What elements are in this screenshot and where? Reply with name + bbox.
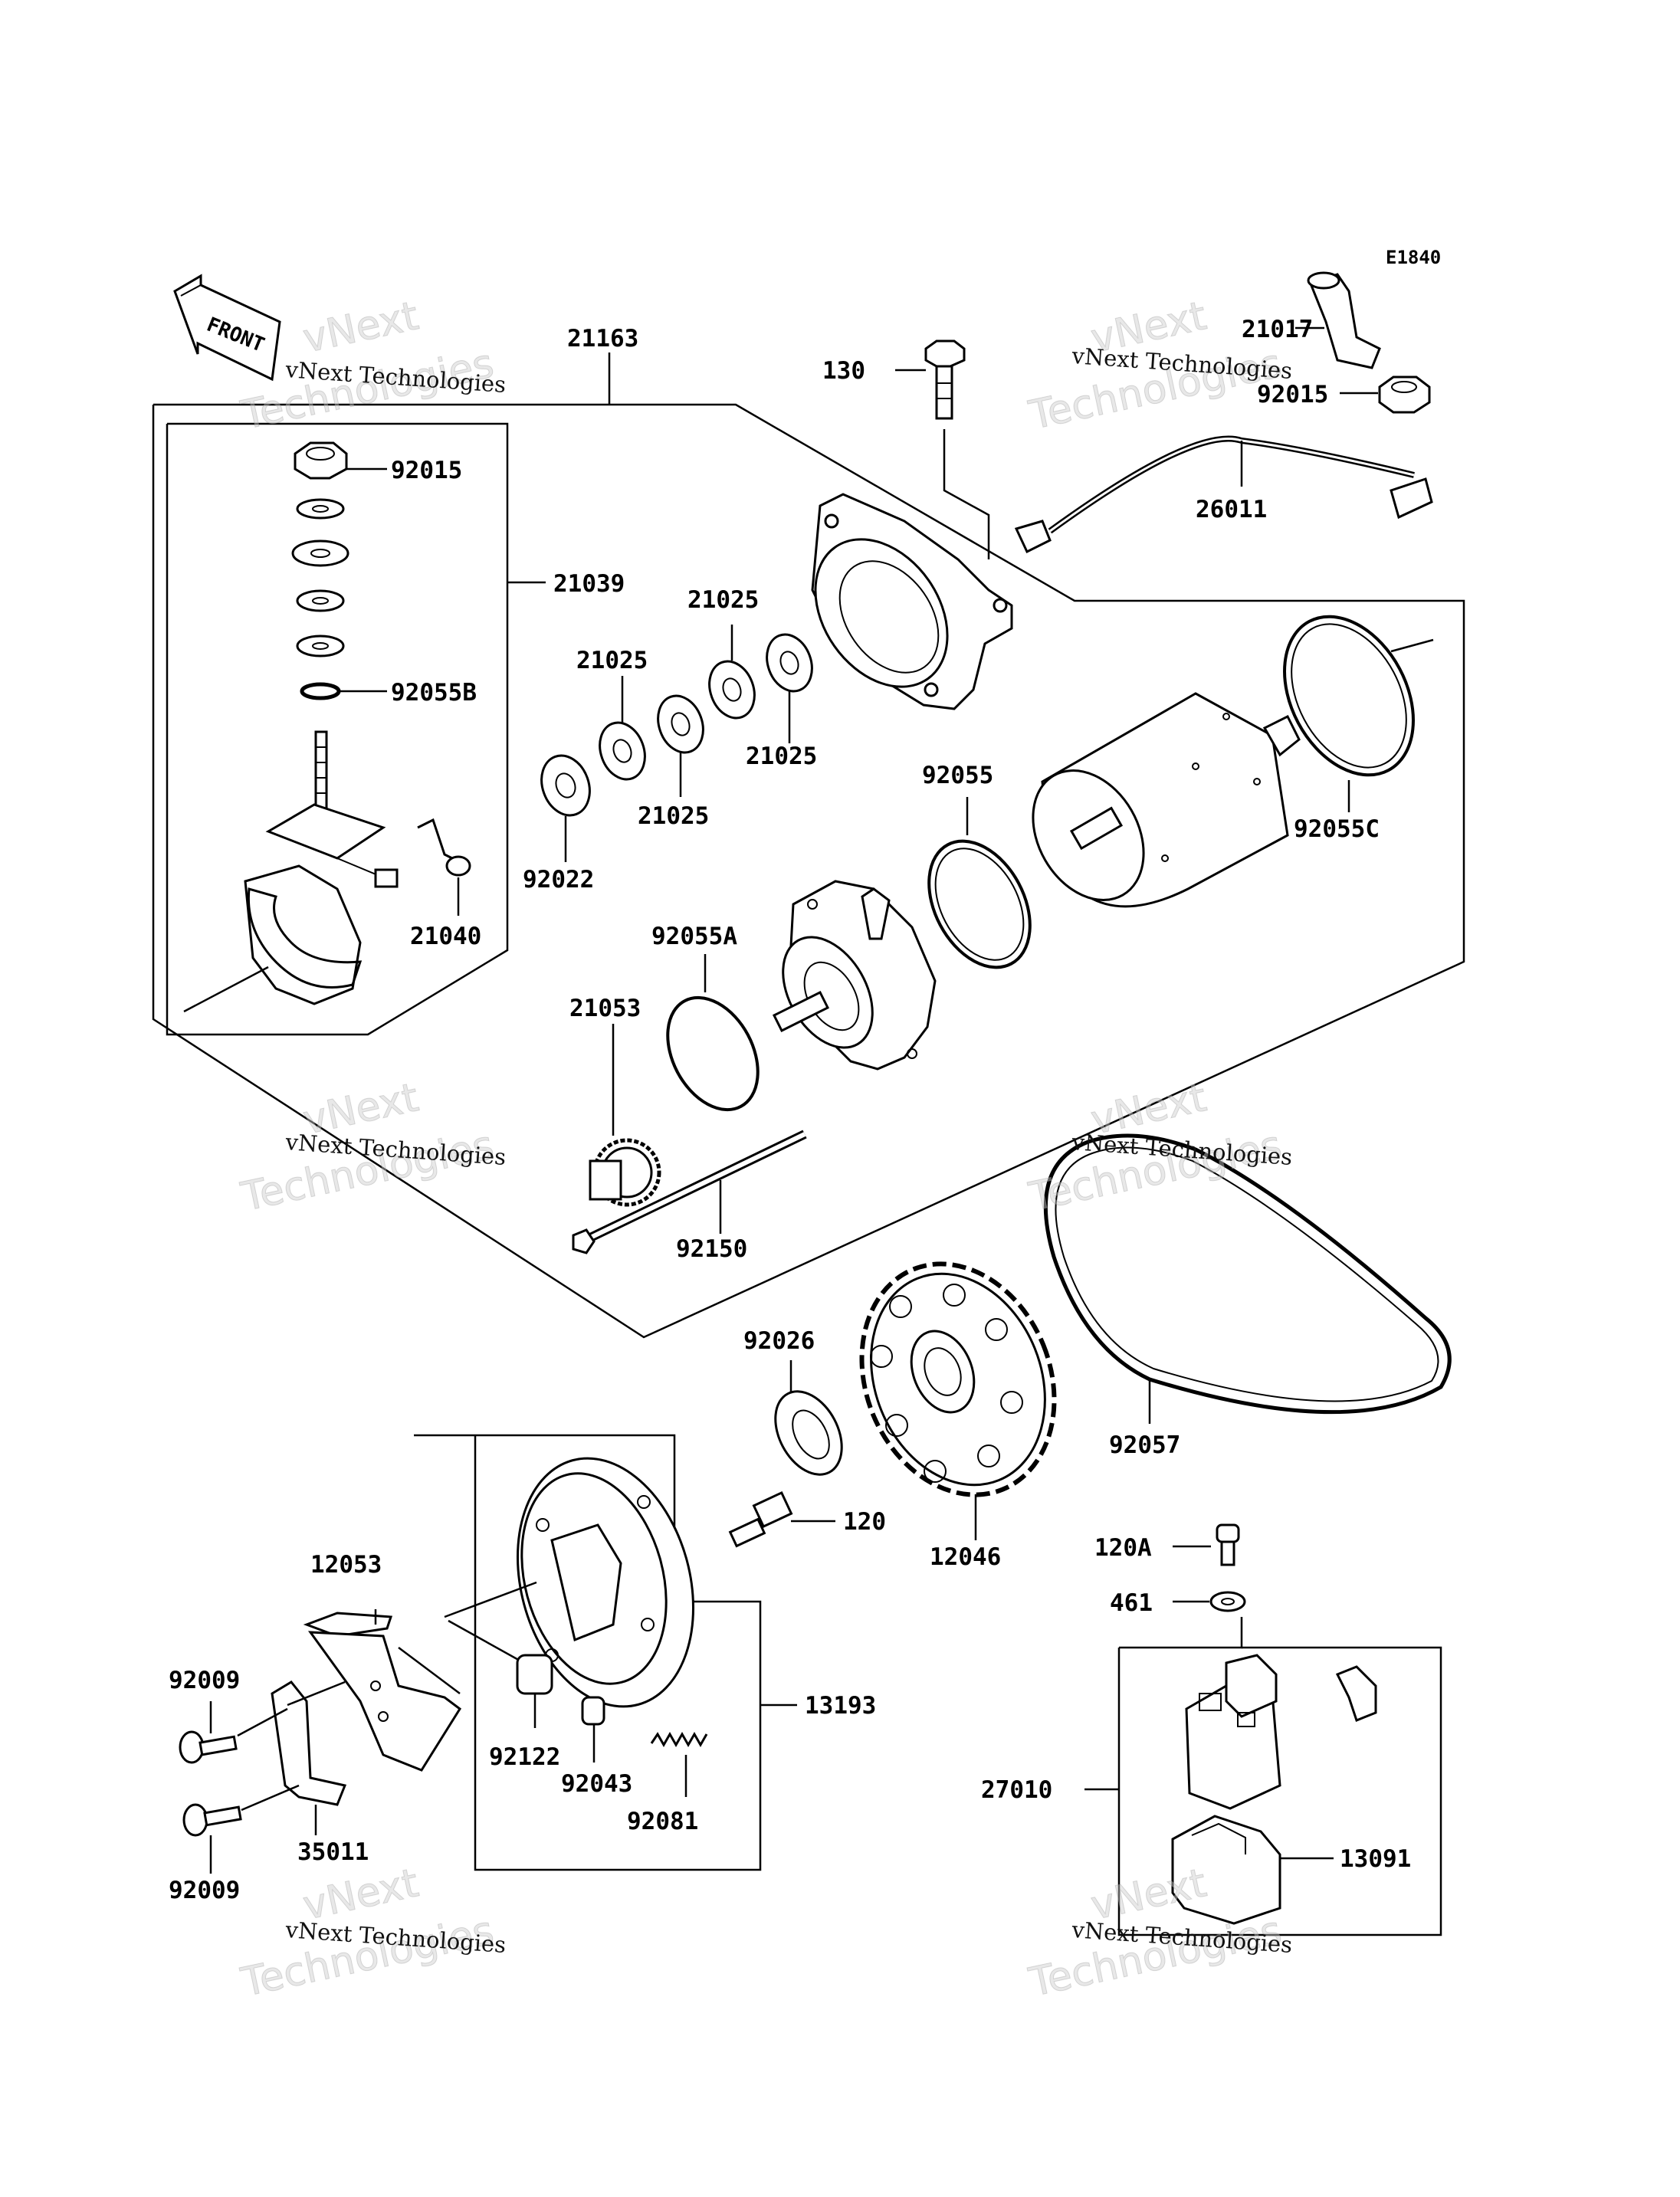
label-13193: 13193: [805, 1692, 876, 1720]
front-cover: [772, 880, 937, 1071]
o-ring-92055: [927, 797, 1032, 969]
label-13091: 13091: [1340, 1845, 1411, 1873]
label-21025-c: 21025: [746, 743, 817, 770]
bolt-92009-upper: [179, 1701, 288, 1764]
bracket-35011: [271, 1681, 347, 1835]
label-21163: 21163: [567, 325, 638, 353]
o-ring-92055C: [1283, 615, 1434, 812]
svg-text:vNext: vNext: [299, 293, 422, 362]
washer-461: [1173, 1591, 1246, 1612]
watermark-top-right: vNext Technologies vNext Technologies: [1025, 293, 1294, 439]
subassembly-box-27010: [1084, 1617, 1442, 1936]
bracket-12053: [303, 1609, 462, 1772]
roller-92122: [516, 1654, 553, 1728]
label-92009-upper: 92009: [169, 1667, 240, 1694]
label-21017: 21017: [1242, 316, 1313, 343]
label-92043: 92043: [561, 1770, 632, 1798]
o-ring-92055B: [300, 682, 387, 700]
label-92081: 92081: [627, 1808, 698, 1835]
pin-92043: [581, 1696, 605, 1763]
bolt-130: [895, 339, 990, 559]
diagram-code: E1840: [1386, 247, 1441, 268]
label-120: 120: [843, 1508, 886, 1536]
bolt-120: [728, 1490, 835, 1548]
label-92026: 92026: [743, 1327, 815, 1355]
label-21025-b: 21025: [687, 586, 759, 614]
washer-92026: [774, 1360, 843, 1476]
motor-yoke: [1032, 692, 1301, 908]
label-35011: 35011: [297, 1838, 369, 1866]
label-21039: 21039: [553, 570, 625, 598]
bolt-120A: [1173, 1523, 1240, 1566]
subassembly-box-21039: [166, 422, 546, 1036]
relay-case-13091: [1171, 1815, 1334, 1925]
label-12053: 12053: [310, 1551, 382, 1579]
fuse: [1335, 1665, 1377, 1722]
label-92055: 92055: [922, 762, 993, 789]
nut-92015-top: [1340, 375, 1431, 414]
shim-21025-d: [766, 633, 813, 743]
sprocket-12046: [859, 1261, 1057, 1540]
label-92055B: 92055B: [391, 679, 477, 707]
brush-spring-21040: [417, 818, 471, 916]
label-12046: 12046: [930, 1543, 1001, 1571]
watermark-top-left: vNext Technologies vNext Technologies: [237, 293, 507, 439]
nut-92015: [294, 441, 387, 480]
lead-wire-26011: [1014, 435, 1433, 554]
chain-92057: [1043, 1133, 1452, 1424]
label-92055A: 92055A: [651, 923, 737, 950]
label-92122: 92122: [489, 1743, 560, 1771]
starter-relay: [1185, 1654, 1281, 1810]
brush-plate-assembly: [183, 730, 399, 1013]
label-92057: 92057: [1109, 1431, 1180, 1459]
label-21025-a: 21025: [576, 647, 648, 674]
gear-21053: [589, 1024, 661, 1207]
shim-21025-a: [599, 676, 646, 781]
spring-92081: [650, 1731, 708, 1797]
subassembly-box-13193: [414, 1434, 797, 1871]
label-21025-d: 21025: [638, 802, 709, 830]
shim-21025-c: [708, 625, 756, 720]
starter-clutch: [444, 1457, 695, 1708]
label-26011: 26011: [1196, 496, 1267, 523]
shim-21025-b: [657, 694, 704, 797]
washer-stack: [291, 498, 349, 657]
watermark-mid-left: vNext Technologies vNext Technologies: [237, 1074, 507, 1221]
rear-cover: [811, 493, 1013, 710]
label-21040: 21040: [410, 923, 481, 950]
long-bolt-92150: [572, 1130, 807, 1254]
o-ring-92055A: [666, 954, 760, 1112]
label-120A: 120A: [1094, 1534, 1152, 1562]
shim-92022: [540, 754, 591, 862]
label-92015: 92015: [391, 457, 462, 484]
watermark-mid-right: vNext Technologies vNext Technologies: [1025, 1074, 1294, 1221]
label-21053: 21053: [569, 995, 641, 1022]
label-92009-lower: 92009: [169, 1877, 240, 1904]
label-92022: 92022: [523, 866, 594, 894]
label-92055C: 92055C: [1294, 815, 1380, 843]
label-27010: 27010: [981, 1776, 1052, 1804]
label-461: 461: [1110, 1589, 1153, 1617]
watermark-bottom-left: vNext Technologies vNext Technologies: [237, 1860, 507, 2006]
label-92015-top: 92015: [1257, 381, 1328, 408]
terminal-cap-21017: [1295, 271, 1381, 369]
label-92150: 92150: [676, 1235, 747, 1263]
front-arrow-icon: FRONT: [173, 274, 281, 382]
assembly-outline-21163: [152, 353, 1465, 1339]
bolt-92009-lower: [182, 1784, 300, 1874]
label-130: 130: [822, 357, 865, 385]
